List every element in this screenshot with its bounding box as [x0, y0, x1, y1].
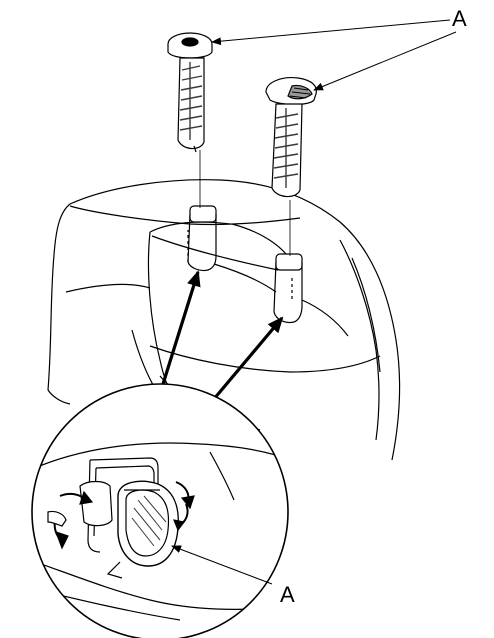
callout-a-top-label: A — [452, 6, 467, 31]
leader-to-left-clip — [211, 19, 451, 46]
callout-a-top: A — [211, 6, 467, 91]
clip-slot-right — [273, 253, 303, 324]
clip-slot-left — [187, 205, 217, 272]
headrest-rail-line — [151, 235, 349, 337]
callout-a-bottom-label: A — [280, 582, 295, 607]
callout-a-bottom: A — [171, 545, 295, 607]
detail-magnifier — [31, 383, 289, 638]
clip-right — [265, 77, 317, 198]
clip-left — [167, 32, 213, 153]
leader-to-detail-clip — [171, 545, 273, 585]
alignment-guides — [199, 150, 291, 256]
leader-to-right-clip — [313, 31, 457, 91]
